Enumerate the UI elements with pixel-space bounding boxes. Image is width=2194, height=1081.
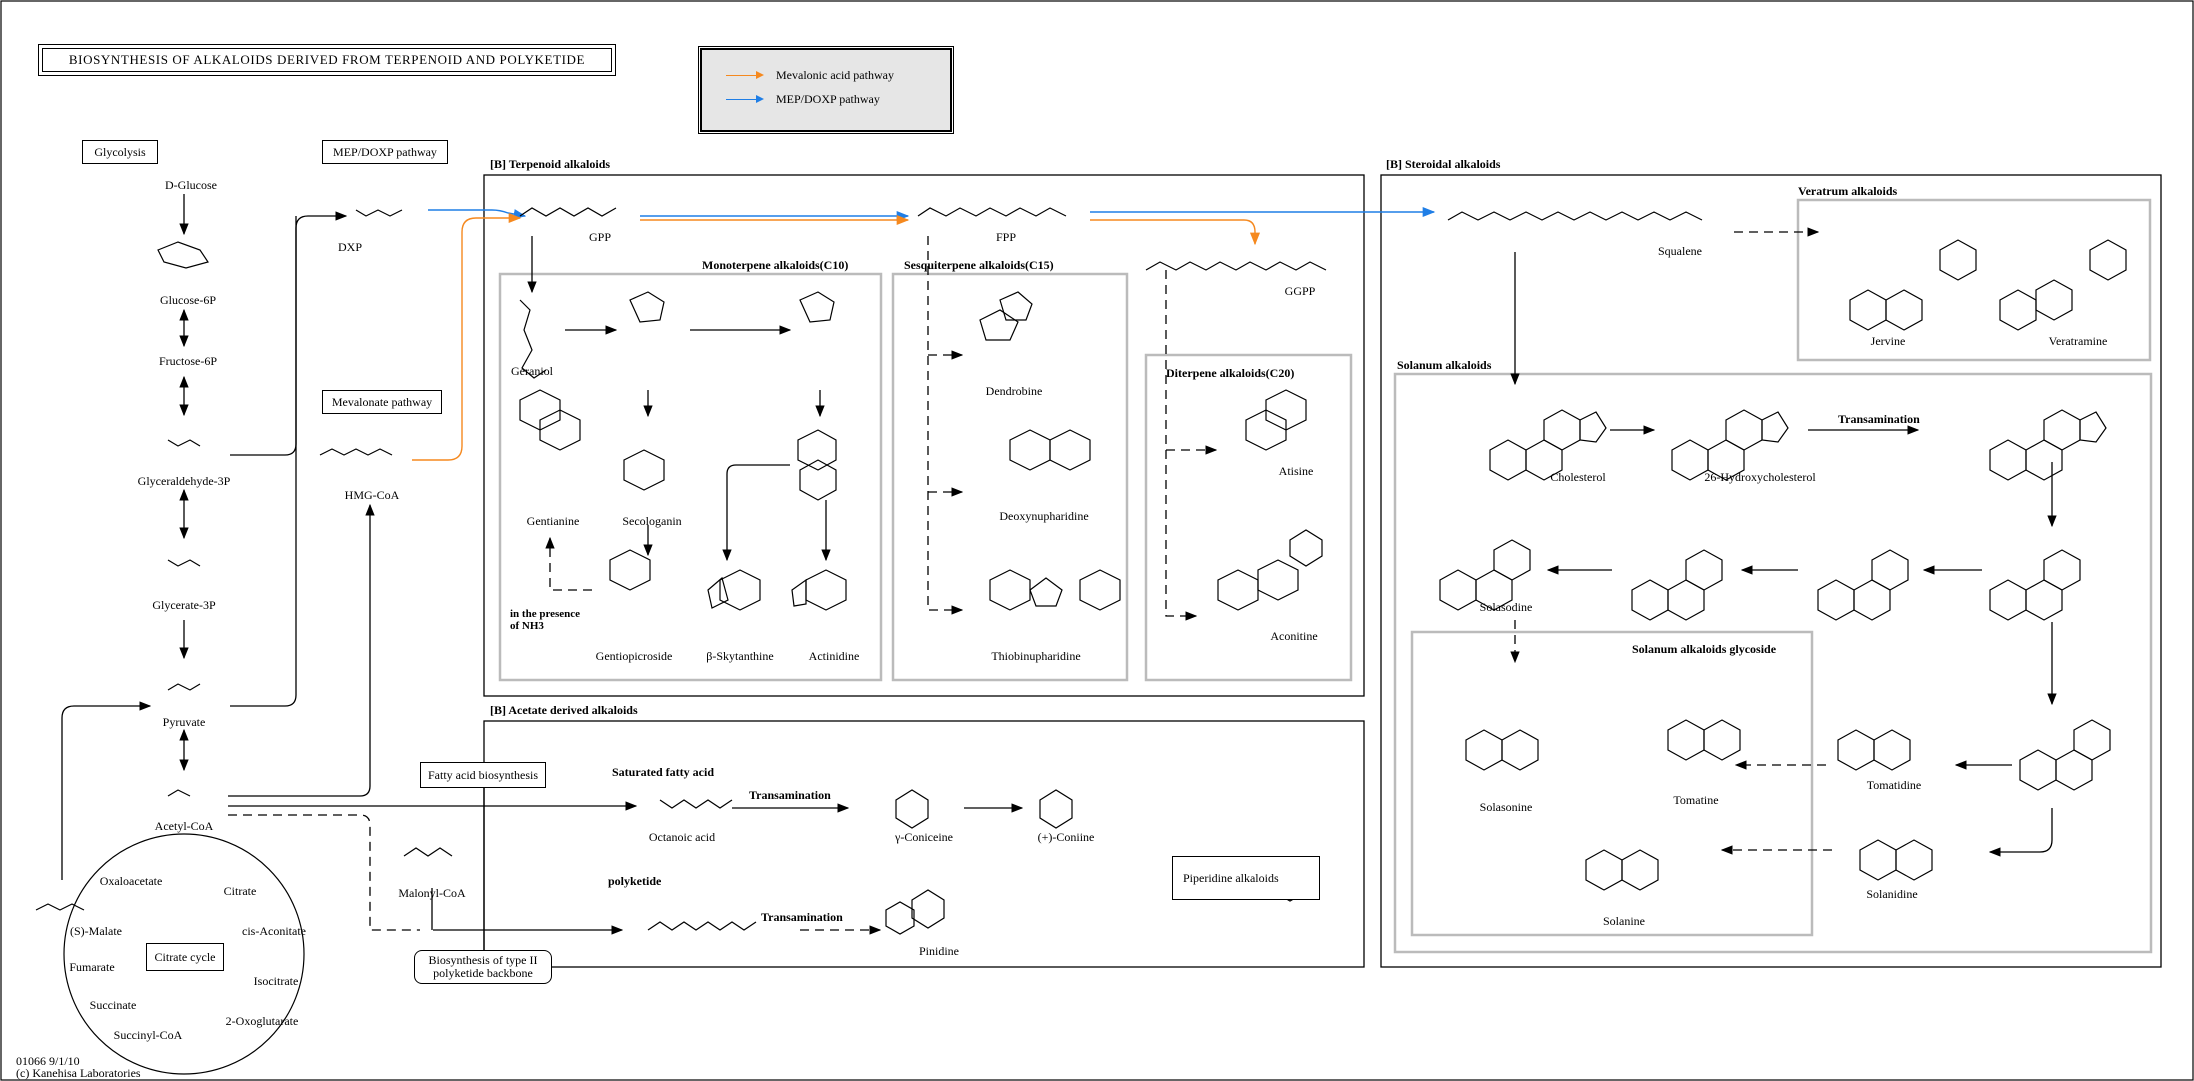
compound-deoxynupharidine[interactable]: Deoxynupharidine [999,509,1089,523]
compound-hmg-coa[interactable]: HMG-CoA [344,488,400,502]
compound-glucose-6p[interactable]: Glucose-6P [160,293,216,307]
footer: 01066 9/1/10 (c) Kanehisa Laboratories [16,1055,141,1079]
compound-thiobinupharidine[interactable]: Thiobinupharidine [991,649,1081,663]
compound-secologanin[interactable]: Secologanin [622,514,682,528]
copyright: (c) Kanehisa Laboratories [16,1066,141,1080]
compound-tomatidine[interactable]: Tomatidine [1866,778,1922,792]
compound-s-malate[interactable]: (S)-Malate [70,924,122,938]
piperidine-label: Piperidine alkaloids [1183,871,1279,885]
sesquiterpene-frame [891,272,1129,682]
compound-actinidine[interactable]: Actinidine [808,649,860,663]
solanum-title: Solanum alkaloids [1397,358,1492,372]
compound-dxp[interactable]: DXP [337,240,363,254]
mevalonate-map-link[interactable]: Mevalonate pathway [322,390,442,414]
compound-solasonine[interactable]: Solasonine [1479,800,1533,814]
compound-cis-aconitate[interactable]: cis-Aconitate [242,924,306,938]
legend-mevalonic-label: Mevalonic acid pathway [776,68,894,82]
transamination-label-3: Transamination [761,910,843,924]
compound-gamma-coniceine[interactable]: γ-Coniceine [895,830,953,844]
compound-pyruvate[interactable]: Pyruvate [162,715,206,729]
veratrum-title: Veratrum alkaloids [1798,184,1898,198]
saturated-fatty-title: Saturated fatty acid [612,765,714,779]
compound-solanine[interactable]: Solanine [1603,914,1645,928]
type2-polyketide-map-link[interactable]: Biosynthesis of type II polyketide backb… [414,950,552,984]
compound-citrate[interactable]: Citrate [223,884,257,898]
compound-gentiopicroside[interactable]: Gentiopicroside [595,649,673,663]
compound-veratramine[interactable]: Veratramine [2048,334,2108,348]
compound-2-oxoglutarate[interactable]: 2-Oxoglutarate [225,1014,299,1028]
polyketide-title: polyketide [608,874,662,888]
compound-isocitrate[interactable]: Isocitrate [253,974,299,988]
nh3-note: in the presence of NH3 [510,608,580,632]
map-code: 01066 9/1/10 [16,1054,80,1068]
compound-dendrobine[interactable]: Dendrobine [985,384,1043,398]
legend-mep-label: MEP/DOXP pathway [776,92,880,106]
compound-fumarate[interactable]: Fumarate [69,960,115,974]
structure-drawings [35,207,2127,935]
compound-glyceraldehyde-3p[interactable]: Glyceraldehyde-3P [137,474,231,488]
monoterpene-title: Monoterpene alkaloids(C10) [702,258,849,272]
compound-coniine[interactable]: (+)-Coniine [1037,830,1095,844]
compound-solasodine[interactable]: Solasodine [1479,600,1533,614]
compound-beta-skytanthine[interactable]: β-Skytanthine [706,649,774,663]
monoterpene-frame [498,272,883,682]
diterpene-title: Diterpene alkaloids(C20) [1166,366,1295,380]
compound-glycerate-3p[interactable]: Glycerate-3P [152,598,216,612]
mep-doxp-map-link[interactable]: MEP/DOXP pathway [322,140,448,164]
compound-tomatine[interactable]: Tomatine [1673,793,1719,807]
steroidal-section-title: [B] Steroidal alkaloids [1386,157,1501,171]
steroidal-frame [1380,174,2162,968]
type2-line2: polyketide backbone [433,966,533,980]
compound-geraniol[interactable]: Geraniol [511,364,553,378]
sesquiterpene-title: Sesquiterpene alkaloids(C15) [904,258,1054,272]
compound-fructose-6p[interactable]: Fructose-6P [159,354,217,368]
legend-mep: MEP/DOXP pathway [726,92,880,107]
legend: Mevalonic acid pathway MEP/DOXP pathway [698,46,954,134]
orange-arrow-icon [726,70,764,79]
compound-d-glucose[interactable]: D-Glucose [165,178,217,192]
compound-solanidine[interactable]: Solanidine [1866,887,1918,901]
compound-atisine[interactable]: Atisine [1278,464,1314,478]
terpenoid-frame [483,174,1365,697]
compound-malonyl-coa[interactable]: Malonyl-CoA [398,886,466,900]
acetate-section-title: [B] Acetate derived alkaloids [490,703,638,717]
diterpene-frame [1144,353,1353,682]
piperidine-map-link[interactable]: Piperidine alkaloids [1172,856,1320,900]
compound-ggpp[interactable]: GGPP [1284,284,1316,298]
compound-succinate[interactable]: Succinate [89,998,137,1012]
compound-gpp[interactable]: GPP [588,230,612,244]
glycoside-frame [1410,630,1814,937]
compound-jervine[interactable]: Jervine [1870,334,1906,348]
type2-line1: Biosynthesis of type II [428,953,538,967]
compound-octanoic-acid[interactable]: Octanoic acid [648,830,716,844]
nh3-note-line1: in the presence [510,608,581,620]
nh3-note-line2: of NH3 [510,620,544,632]
transamination-label-2: Transamination [749,788,831,802]
terpenoid-section-title: [B] Terpenoid alkaloids [490,157,611,171]
compound-cholesterol[interactable]: Cholesterol [1550,470,1606,484]
legend-mevalonic: Mevalonic acid pathway [726,68,894,83]
compound-acetyl-coa[interactable]: Acetyl-CoA [154,819,214,833]
compound-fpp[interactable]: FPP [995,230,1017,244]
fatty-acid-map-link[interactable]: Fatty acid biosynthesis [420,762,546,788]
solanum-frame [1393,372,2153,954]
glycolysis-map-link[interactable]: Glycolysis [82,140,158,164]
blue-arrow-icon [726,94,764,103]
transamination-label-1: Transamination [1838,412,1920,426]
veratrum-frame [1796,198,2152,362]
glycoside-title: Solanum alkaloids glycoside [1632,642,1777,656]
compound-squalene[interactable]: Squalene [1658,244,1702,258]
compound-gentianine[interactable]: Gentianine [526,514,580,528]
compound-aconitine[interactable]: Aconitine [1270,629,1318,643]
map-title: BIOSYNTHESIS OF ALKALOIDS DERIVED FROM T… [38,44,616,76]
compound-26-hydroxycholesterol[interactable]: 26-Hydroxycholesterol [1704,470,1816,484]
compound-pinidine[interactable]: Pinidine [918,944,960,958]
compound-succinyl-coa[interactable]: Succinyl-CoA [113,1028,183,1042]
compound-oxaloacetate[interactable]: Oxaloacetate [99,874,163,888]
citrate-cycle-map-link[interactable]: Citrate cycle [146,943,224,971]
